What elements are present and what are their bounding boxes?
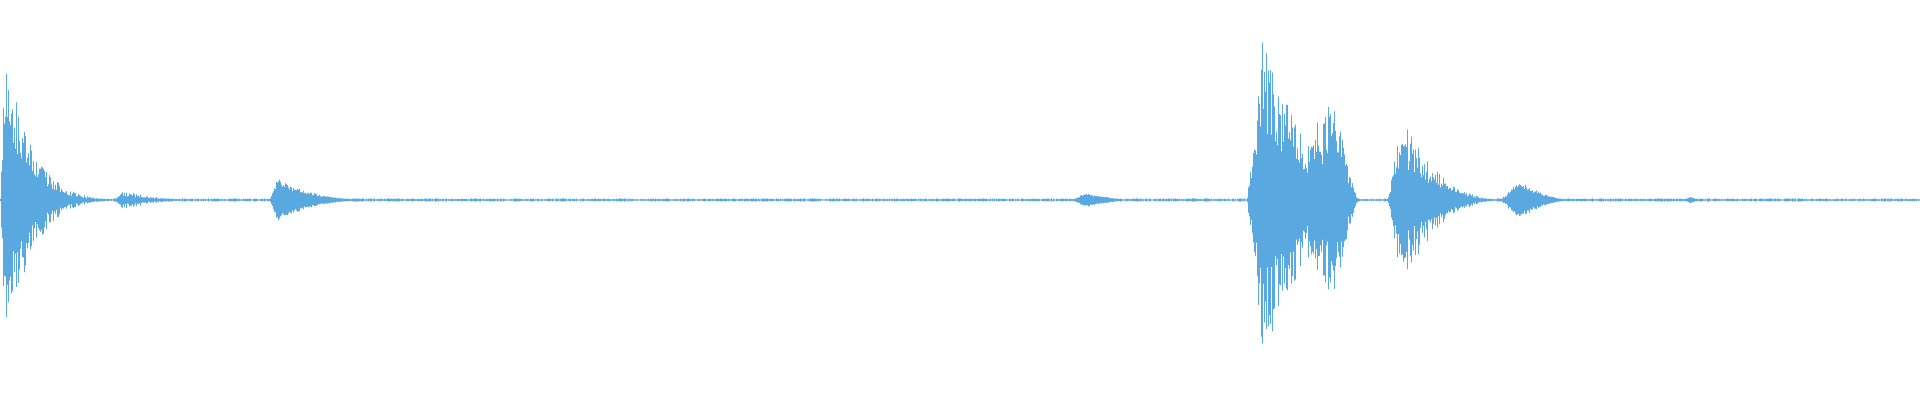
waveform-trace (0, 42, 1920, 344)
